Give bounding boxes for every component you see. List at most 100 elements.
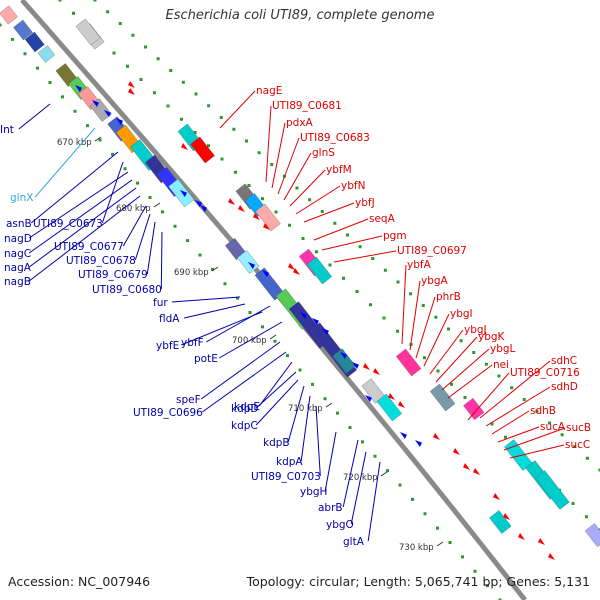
gene-label-seqA: seqA xyxy=(369,213,396,225)
leader-line xyxy=(497,426,540,443)
map-title: Escherichia coli UTI89, complete genome xyxy=(165,8,435,23)
leader-line xyxy=(205,305,271,343)
leader-line xyxy=(313,218,369,241)
gene-label-ybgO: ybgO xyxy=(326,519,354,531)
ring-dot xyxy=(497,374,501,378)
ring-dot xyxy=(386,469,389,473)
gene-label-glnX: glnX xyxy=(10,192,33,204)
ring-dot xyxy=(72,11,75,15)
leader-line xyxy=(122,205,147,247)
gene-block xyxy=(376,393,402,422)
leader-line xyxy=(503,427,566,451)
ring-dot xyxy=(288,223,291,227)
gene-label-ybfF: ybfF xyxy=(181,337,204,349)
gene-arrow xyxy=(92,100,99,107)
ring-dot xyxy=(598,468,600,472)
gene-arrow xyxy=(373,368,380,375)
gene-label-UTI89_C0677: UTI89_C0677 xyxy=(54,241,124,253)
ring-dot xyxy=(585,515,588,519)
ring-dot xyxy=(186,239,189,243)
gene-label-UTI89_C0678: UTI89_C0678 xyxy=(66,255,136,267)
gene-arrow xyxy=(104,110,111,117)
gene-label-abrB: abrB xyxy=(318,502,343,514)
ring-dot xyxy=(198,253,202,257)
leader-line xyxy=(423,313,450,367)
leader-line xyxy=(287,385,305,443)
gene-arrow xyxy=(248,262,255,269)
ring-dot xyxy=(148,196,152,199)
ring-dot xyxy=(270,163,274,166)
ring-dot xyxy=(409,292,413,296)
gene-block xyxy=(37,45,56,63)
gene-arrow xyxy=(181,143,188,150)
ring-dot xyxy=(207,104,211,108)
gene-block xyxy=(395,348,422,377)
tick-mark xyxy=(269,334,277,340)
gene-block xyxy=(463,398,485,420)
ring-dot xyxy=(459,339,463,343)
leader-line xyxy=(429,329,464,375)
gene-arrow xyxy=(116,118,123,125)
gene-arrow xyxy=(128,88,135,95)
gene-block xyxy=(584,523,600,547)
gene-label-ybfM: ybfM xyxy=(326,164,352,176)
ring-dot xyxy=(396,280,400,284)
ring-dot xyxy=(111,152,114,156)
leader-line xyxy=(277,137,300,195)
ring-dot xyxy=(161,210,164,214)
ring-dot xyxy=(308,198,312,202)
gene-label-phrB: phrB xyxy=(436,291,461,303)
ring-dot xyxy=(333,221,337,225)
gene-label-pdxA: pdxA xyxy=(286,117,314,129)
ring-dot xyxy=(373,454,377,458)
ring-dot xyxy=(245,139,248,143)
gene-arrow xyxy=(352,362,359,369)
gene-block xyxy=(237,250,260,274)
gene-label-ybgA: ybgA xyxy=(421,275,449,287)
gene-label-UTI89_C0680: UTI89_C0680 xyxy=(92,284,162,296)
gene-arrow xyxy=(253,213,260,220)
tick-mark xyxy=(436,541,444,547)
gene-block xyxy=(24,31,45,53)
ring-dot xyxy=(207,144,210,148)
gene-label-pgm: pgm xyxy=(383,230,407,242)
ring-dot xyxy=(139,78,143,81)
ring-dot xyxy=(522,398,526,401)
ring-dot xyxy=(560,433,564,437)
right-label-leaders xyxy=(219,90,566,459)
gene-arrow xyxy=(473,468,480,475)
gene-arrow xyxy=(493,493,500,500)
ring-dot xyxy=(484,362,488,366)
ring-dot xyxy=(311,382,314,386)
ring-dot xyxy=(118,22,122,25)
leader-line xyxy=(409,280,421,351)
gene-arrow xyxy=(200,205,207,212)
ring-dot xyxy=(126,64,129,68)
leader-line xyxy=(146,221,156,275)
gene-arrow xyxy=(75,85,82,92)
leader-line xyxy=(181,311,263,346)
leader-line xyxy=(283,152,312,201)
ring-dot xyxy=(498,598,502,600)
ring-dot xyxy=(382,316,386,320)
ring-dot xyxy=(273,339,277,343)
gene-arrow xyxy=(463,463,470,470)
ring-dot xyxy=(11,37,14,41)
ring-dot xyxy=(180,117,183,121)
leader-line xyxy=(401,264,407,345)
tick-mark xyxy=(380,471,388,477)
gene-arrow xyxy=(415,440,422,447)
gene-label-UTI89_C0683: UTI89_C0683 xyxy=(300,132,370,144)
ring-dot xyxy=(131,33,135,37)
ring-dot xyxy=(450,382,453,386)
ring-dot xyxy=(0,23,2,27)
leader-line xyxy=(160,231,163,290)
ring-dot xyxy=(585,456,589,460)
ring-dot xyxy=(219,116,223,119)
ring-dot xyxy=(486,584,489,588)
gene-arrow xyxy=(388,393,395,400)
gene-label-fur: fur xyxy=(153,297,168,309)
left-label-leaders xyxy=(18,103,381,542)
leader-line xyxy=(435,336,478,383)
